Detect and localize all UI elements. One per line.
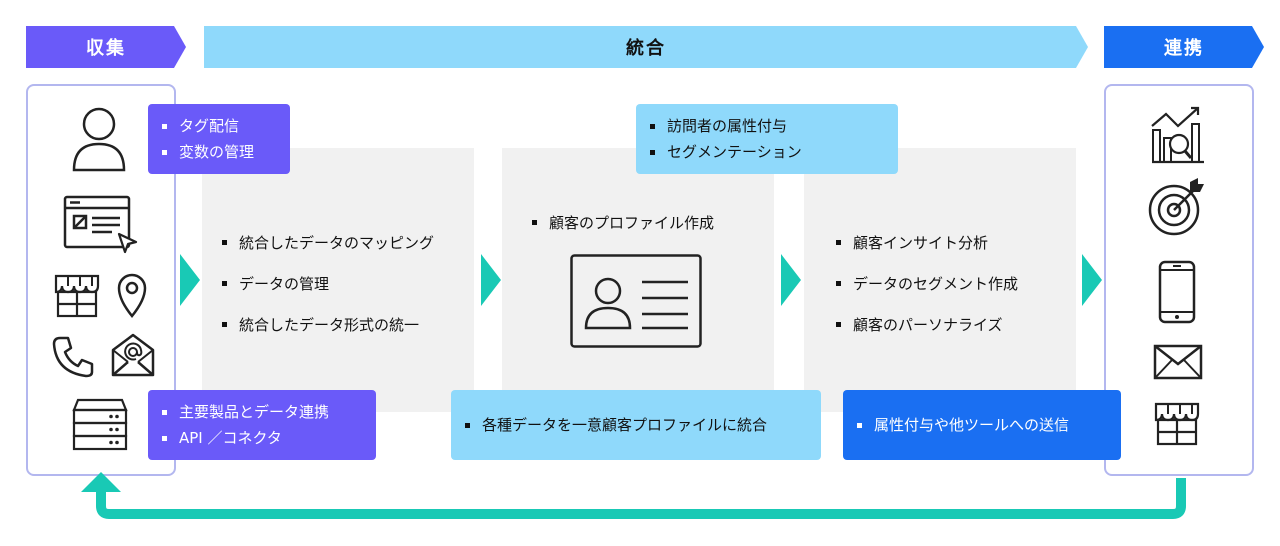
flow-arrow-icon [180, 254, 200, 306]
profile-card-icon [570, 254, 702, 348]
user-icon [72, 107, 126, 172]
phone-icon [52, 336, 94, 378]
unify-profile-item: 各種データを一意顧客プロファイルに統合 [465, 412, 767, 438]
mail-icon [1153, 344, 1203, 380]
tag-delivery-item: タグ配信 [162, 113, 276, 139]
flow-arrow-icon [781, 254, 801, 306]
panel-insight: 顧客インサイト分析 データのセグメント作成 顧客のパーソナライズ [804, 148, 1076, 412]
store-icon [54, 274, 100, 318]
panel-profile: 顧客のプロファイル作成 [502, 148, 774, 412]
panel-insight-item: 顧客のパーソナライズ [836, 314, 1018, 335]
phase-collect-header: 収集 [26, 26, 186, 68]
product-link-item: API ／コネクタ [162, 425, 362, 451]
visitor-attr-box: 訪問者の属性付与 セグメンテーション [636, 104, 898, 174]
send-tools-item: 属性付与や他ツールへの送信 [857, 412, 1069, 438]
panel-profile-item: 顧客のプロファイル作成 [532, 212, 714, 233]
phase-link-header: 連携 [1104, 26, 1264, 68]
tag-delivery-item: 変数の管理 [162, 139, 276, 165]
store-icon [1154, 402, 1200, 446]
target-icon [1148, 178, 1204, 236]
panel-mapping-item: 統合したデータ形式の統一 [222, 314, 434, 335]
visitor-attr-item: 訪問者の属性付与 [650, 113, 884, 139]
send-tools-box: 属性付与や他ツールへの送信 [843, 390, 1121, 460]
phase-integrate-header: 統合 [204, 26, 1088, 68]
panel-insight-item: データのセグメント作成 [836, 273, 1018, 294]
product-link-item: 主要製品とデータ連携 [162, 399, 362, 425]
server-icon [72, 398, 128, 451]
flow-arrow-icon [1082, 254, 1102, 306]
browser-window-icon [63, 195, 138, 254]
analytics-chart-icon [1151, 106, 1204, 164]
smartphone-icon [1158, 260, 1196, 324]
tag-delivery-box: タグ配信 変数の管理 [148, 104, 290, 174]
location-pin-icon [117, 273, 147, 318]
visitor-attr-item: セグメンテーション [650, 139, 884, 165]
panel-mapping: 統合したデータのマッピング データの管理 統合したデータ形式の統一 [202, 148, 474, 412]
flow-arrow-icon [481, 254, 501, 306]
unify-profile-box: 各種データを一意顧客プロファイルに統合 [451, 390, 821, 460]
panel-mapping-item: 統合したデータのマッピング [222, 232, 434, 253]
email-at-icon [111, 333, 155, 377]
panel-mapping-item: データの管理 [222, 273, 434, 294]
panel-insight-item: 顧客インサイト分析 [836, 232, 1018, 253]
product-link-box: 主要製品とデータ連携 API ／コネクタ [148, 390, 376, 460]
